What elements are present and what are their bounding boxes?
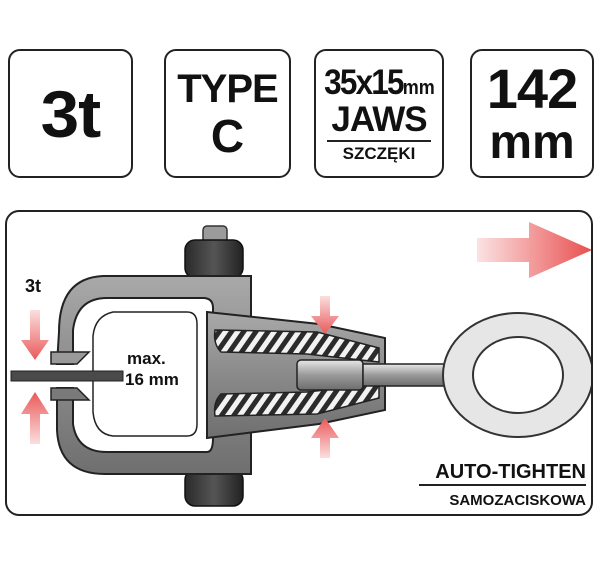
pulling-eye-ring (441, 312, 591, 438)
clamp-type-value: C (210, 109, 245, 162)
load-capacity-box: 3t (8, 49, 133, 178)
clamp-illustration: 3t max. 16 mm AUTO-TIGHTEN SAMOZACISKOWA (10, 222, 591, 509)
jaws-size: 35x15mm (324, 65, 435, 100)
force-label: 3t (25, 276, 41, 296)
length-box: 142 mm (470, 49, 594, 178)
clamp-type-label: TYPE (177, 66, 278, 111)
clamp-body (50, 275, 252, 475)
jaws-divider (327, 140, 431, 142)
opening-label-line1: max. (127, 349, 166, 368)
jaws-size-unit: mm (402, 77, 435, 99)
pull-direction-arrow-icon (477, 222, 591, 278)
upper-wedge-jaw (213, 329, 380, 363)
tightening-bolt (296, 359, 446, 391)
clamp-type-box: TYPE C (164, 49, 291, 178)
jaws-label: JAWS (331, 100, 427, 139)
length-unit: mm (489, 115, 575, 169)
jaws-size-value: 35x15 (323, 63, 404, 102)
clamp-diagram-panel: 3t max. 16 mm AUTO-TIGHTEN SAMOZACISKOWA (5, 210, 593, 516)
top-pin-cap (184, 225, 244, 279)
auto-tighten-label-polish: SAMOZACISKOWA (449, 492, 586, 509)
length-value: 142 (486, 56, 578, 120)
load-capacity-value: 3t (40, 76, 102, 151)
jaws-label-polish: SZCZĘKI (342, 144, 416, 163)
auto-tighten-label: AUTO-TIGHTEN (435, 461, 586, 483)
workpiece-sheet (10, 370, 124, 382)
opening-label-line2: 16 mm (125, 370, 179, 389)
clamp-force-arrow-icon (311, 296, 339, 458)
left-force-arrows (21, 310, 49, 444)
bottom-pin-cap (184, 469, 244, 507)
jaws-size-box: 35x15mm JAWS SZCZĘKI (314, 49, 444, 178)
lower-wedge-jaw (213, 383, 380, 417)
